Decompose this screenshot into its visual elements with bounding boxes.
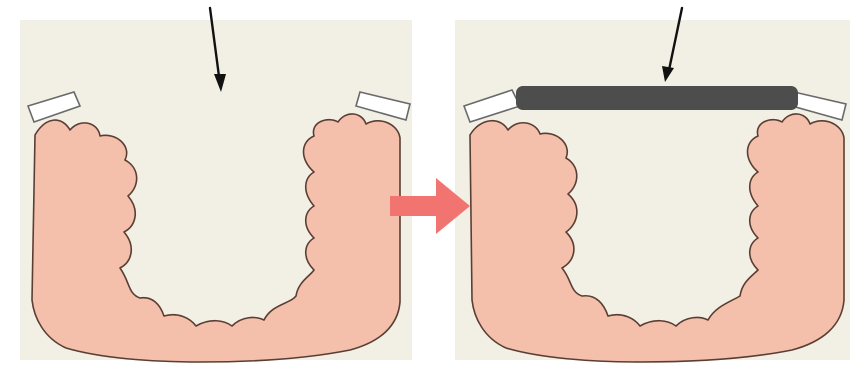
mesh-bar	[516, 86, 798, 110]
